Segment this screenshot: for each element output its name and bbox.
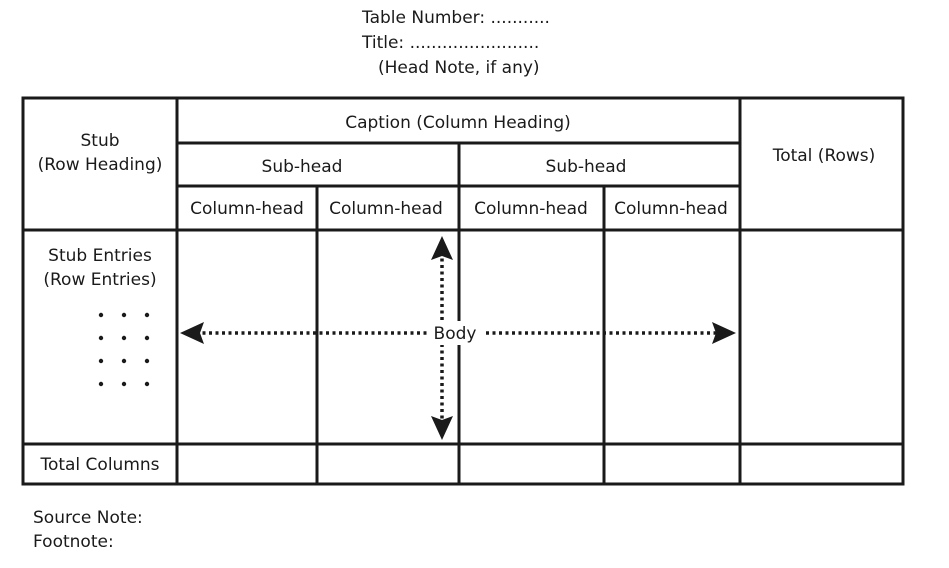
table-outer-border xyxy=(21,96,905,486)
row-heading-label: (Row Heading) xyxy=(38,155,163,175)
column-head-label-1: Column-head xyxy=(190,199,304,219)
total-rows-label: Total (Rows) xyxy=(772,146,876,166)
total-columns-label: Total Columns xyxy=(39,455,159,475)
arrowheads xyxy=(180,236,736,440)
title-line: Title: ........................ xyxy=(362,33,540,53)
stub-label: Stub xyxy=(80,131,119,151)
head-note-line: (Head Note, if any) xyxy=(378,58,540,78)
stub-entries-label: Stub Entries xyxy=(48,246,152,266)
subhead-label-2: Sub-head xyxy=(546,157,627,177)
arrowhead-down-icon xyxy=(431,416,453,440)
column-head-label-3: Column-head xyxy=(474,199,588,219)
body-label: Body xyxy=(434,324,477,344)
body-arrows xyxy=(196,252,720,422)
subhead-label-1: Sub-head xyxy=(262,157,343,177)
arrowhead-up-icon xyxy=(431,236,453,260)
table-number-line: Table Number: ........... xyxy=(362,8,550,28)
caption-label: Caption (Column Heading) xyxy=(345,113,571,133)
row-entries-label: (Row Entries) xyxy=(43,270,156,290)
table-grid-lines xyxy=(23,98,903,484)
stub-ellipsis-dots xyxy=(98,312,150,387)
column-head-label-2: Column-head xyxy=(329,199,443,219)
source-note: Source Note: xyxy=(33,508,143,528)
arrowhead-right-icon xyxy=(712,322,736,344)
footnote: Footnote: xyxy=(33,532,114,552)
column-head-label-4: Column-head xyxy=(614,199,728,219)
arrowhead-left-icon xyxy=(180,322,204,344)
notes-block: Source Note: Footnote: xyxy=(33,506,143,554)
body-label-bg xyxy=(430,321,480,345)
